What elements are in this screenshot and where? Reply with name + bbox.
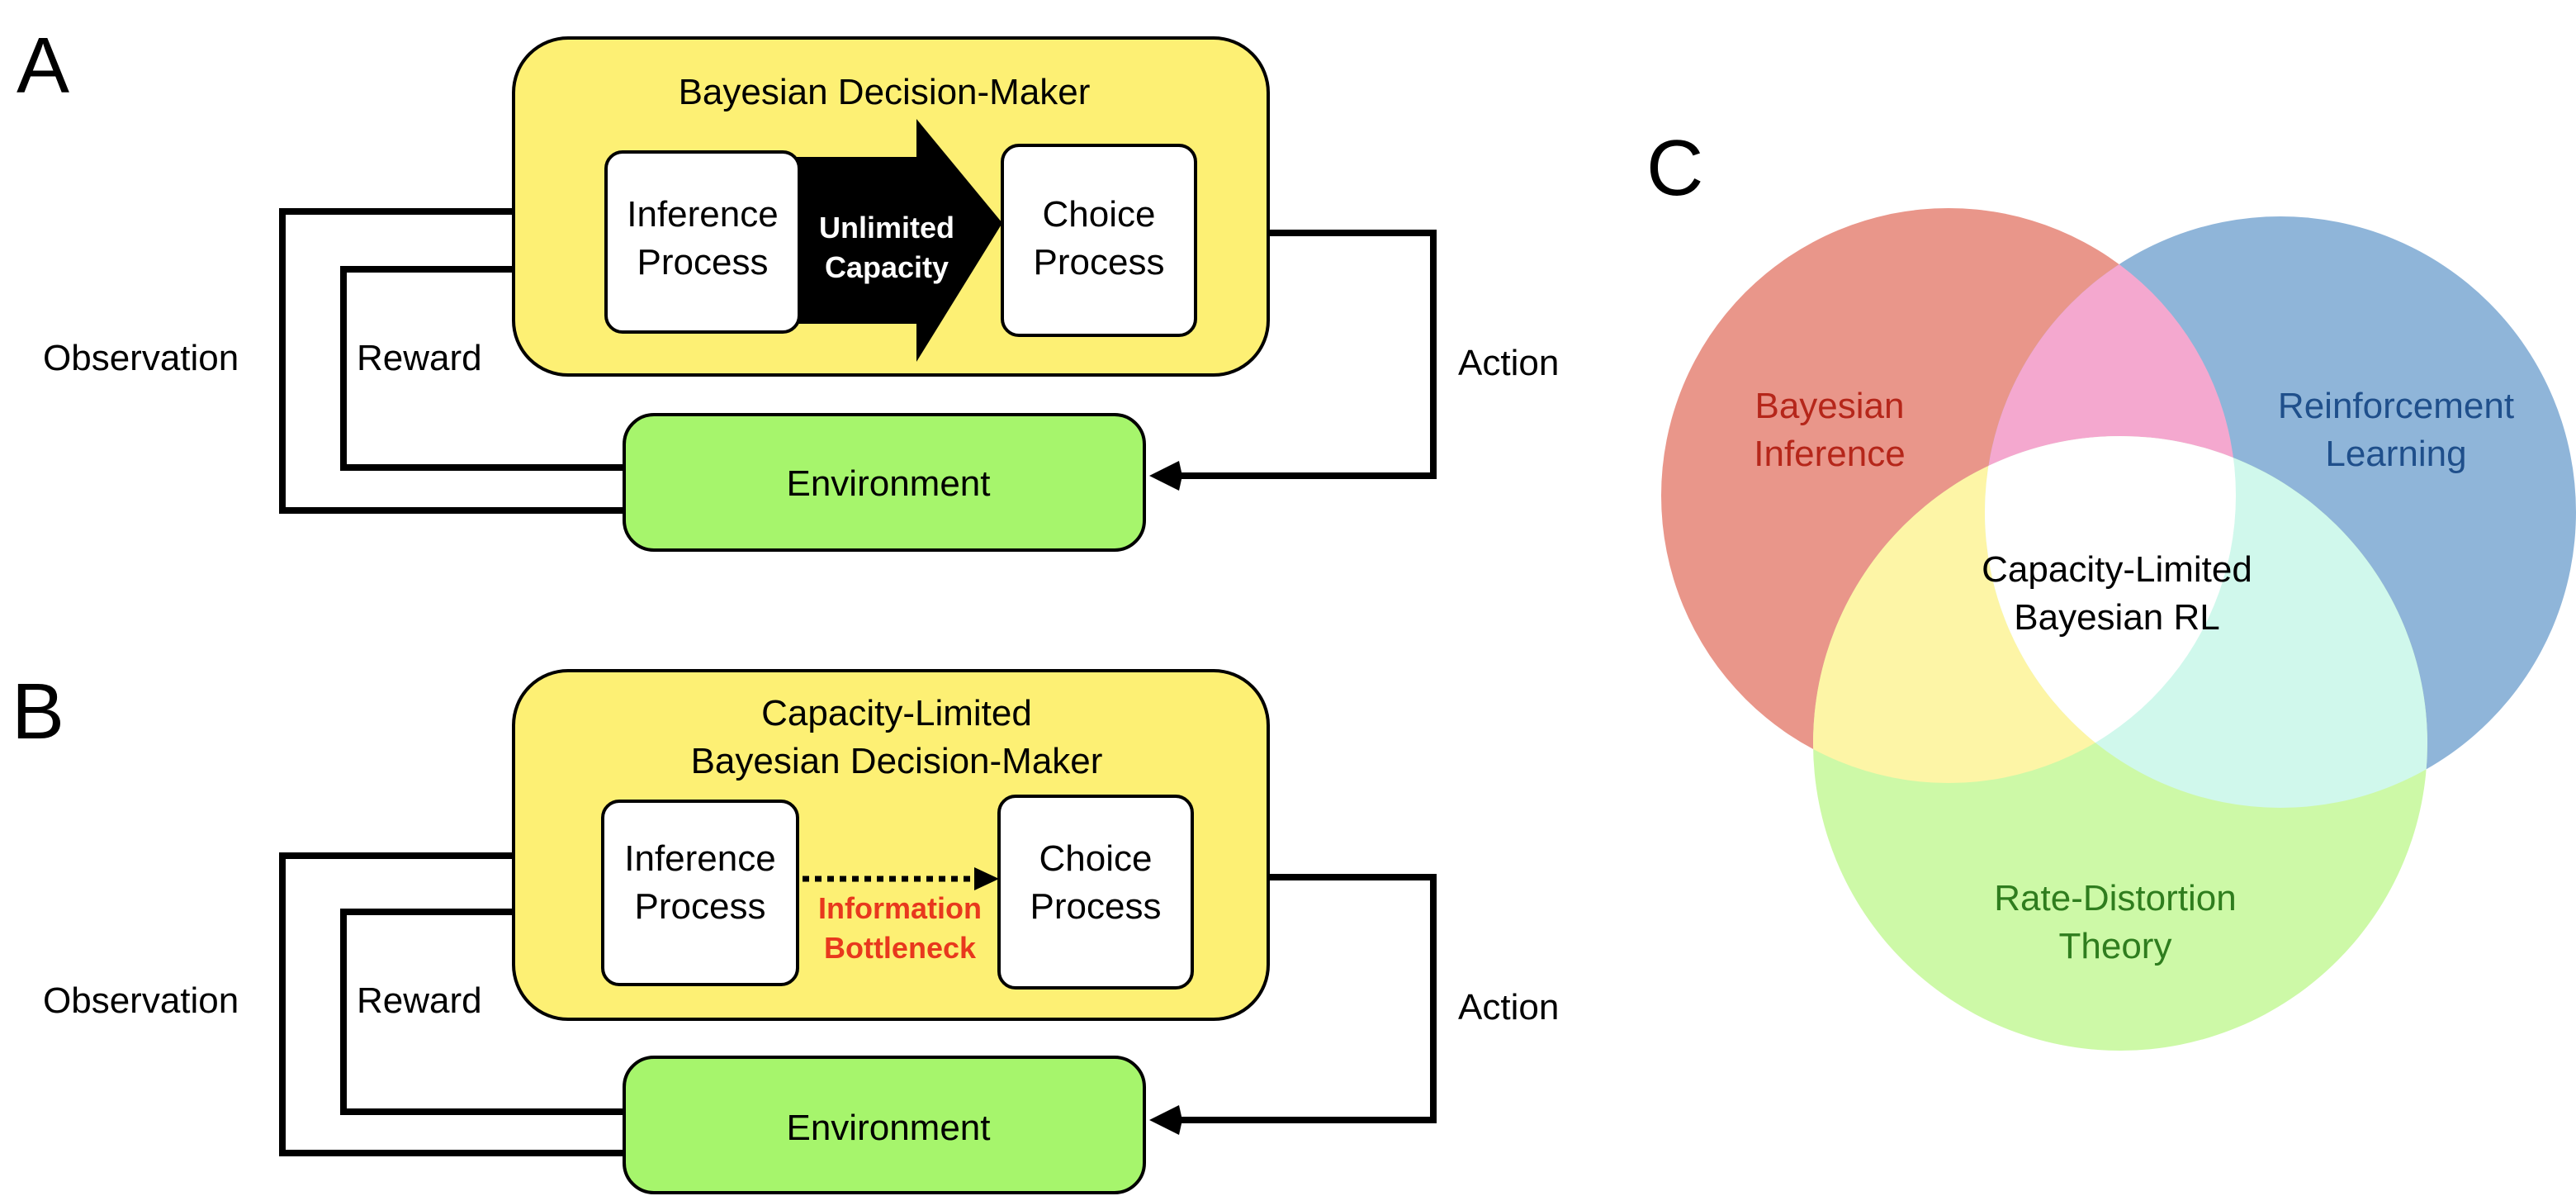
inference-label-line2-b: Process	[635, 886, 766, 927]
center-label-line1: Capacity-Limited	[1982, 549, 2252, 590]
inference-label-line2-a: Process	[637, 242, 769, 282]
panel-b: B Capacity-Limited Bayesian Decision-Mak…	[12, 667, 1559, 1194]
choice-box-a	[1001, 144, 1197, 337]
reward-label-a: Reward	[357, 338, 482, 378]
rate-distortion-label-line1: Rate-Distortion	[1994, 878, 2236, 918]
panel-a: A Bayesian Decision-Maker Unlimited Capa…	[17, 21, 1559, 552]
environment-box-b	[623, 1056, 1146, 1194]
bottleneck-label-line2: Bottleneck	[824, 931, 977, 965]
panel-letter-c: C	[1646, 124, 1703, 212]
bayesian-inference-label-line2: Inference	[1754, 434, 1905, 474]
choice-label-line1-b: Choice	[1039, 838, 1153, 879]
reward-label-b: Reward	[357, 980, 482, 1021]
arrow-label-line1-a: Unlimited	[819, 211, 954, 244]
reinforcement-learning-label-line1: Reinforcement	[2278, 386, 2514, 426]
bottleneck-arrow	[803, 867, 999, 890]
panel-c: C Bayesian Inference Reinforcement Learn…	[1646, 124, 2576, 1051]
container-title-line2-b: Bayesian Decision-Maker	[691, 741, 1103, 781]
bayesian-inference-label-line1: Bayesian	[1754, 386, 1904, 426]
container-title-line1-b: Capacity-Limited	[761, 693, 1032, 733]
action-arrow-b	[1149, 874, 1437, 1135]
choice-label-line2-a: Process	[1034, 242, 1165, 282]
action-label-b: Action	[1458, 987, 1559, 1028]
environment-box-a	[623, 413, 1146, 552]
observation-label-b: Observation	[43, 980, 239, 1021]
choice-label-line2-b: Process	[1030, 886, 1162, 927]
inference-box-b	[601, 800, 799, 986]
environment-label-b: Environment	[786, 1108, 990, 1148]
bottleneck-label-line1: Information	[818, 891, 982, 925]
choice-box-b	[997, 795, 1194, 990]
inference-label-line1-a: Inference	[627, 194, 778, 235]
rate-distortion-label-line2: Theory	[2059, 926, 2172, 966]
choice-label-line1-a: Choice	[1043, 194, 1156, 235]
container-title-a: Bayesian Decision-Maker	[679, 72, 1091, 112]
inference-box-a	[604, 150, 801, 334]
rl-rd-overlap	[1985, 436, 2427, 808]
observation-label-a: Observation	[43, 338, 239, 378]
action-label-a: Action	[1458, 343, 1559, 383]
action-arrow-a	[1149, 230, 1437, 491]
arrow-label-line2-a: Capacity	[825, 250, 949, 284]
panel-letter-a: A	[17, 21, 69, 110]
unlimited-capacity-arrow	[793, 119, 1002, 362]
center-label-line2: Bayesian RL	[2014, 597, 2219, 638]
inference-label-line1-b: Inference	[624, 838, 775, 879]
environment-label-a: Environment	[786, 463, 990, 504]
panel-letter-b: B	[12, 667, 64, 756]
reinforcement-learning-label-line2: Learning	[2325, 434, 2466, 474]
